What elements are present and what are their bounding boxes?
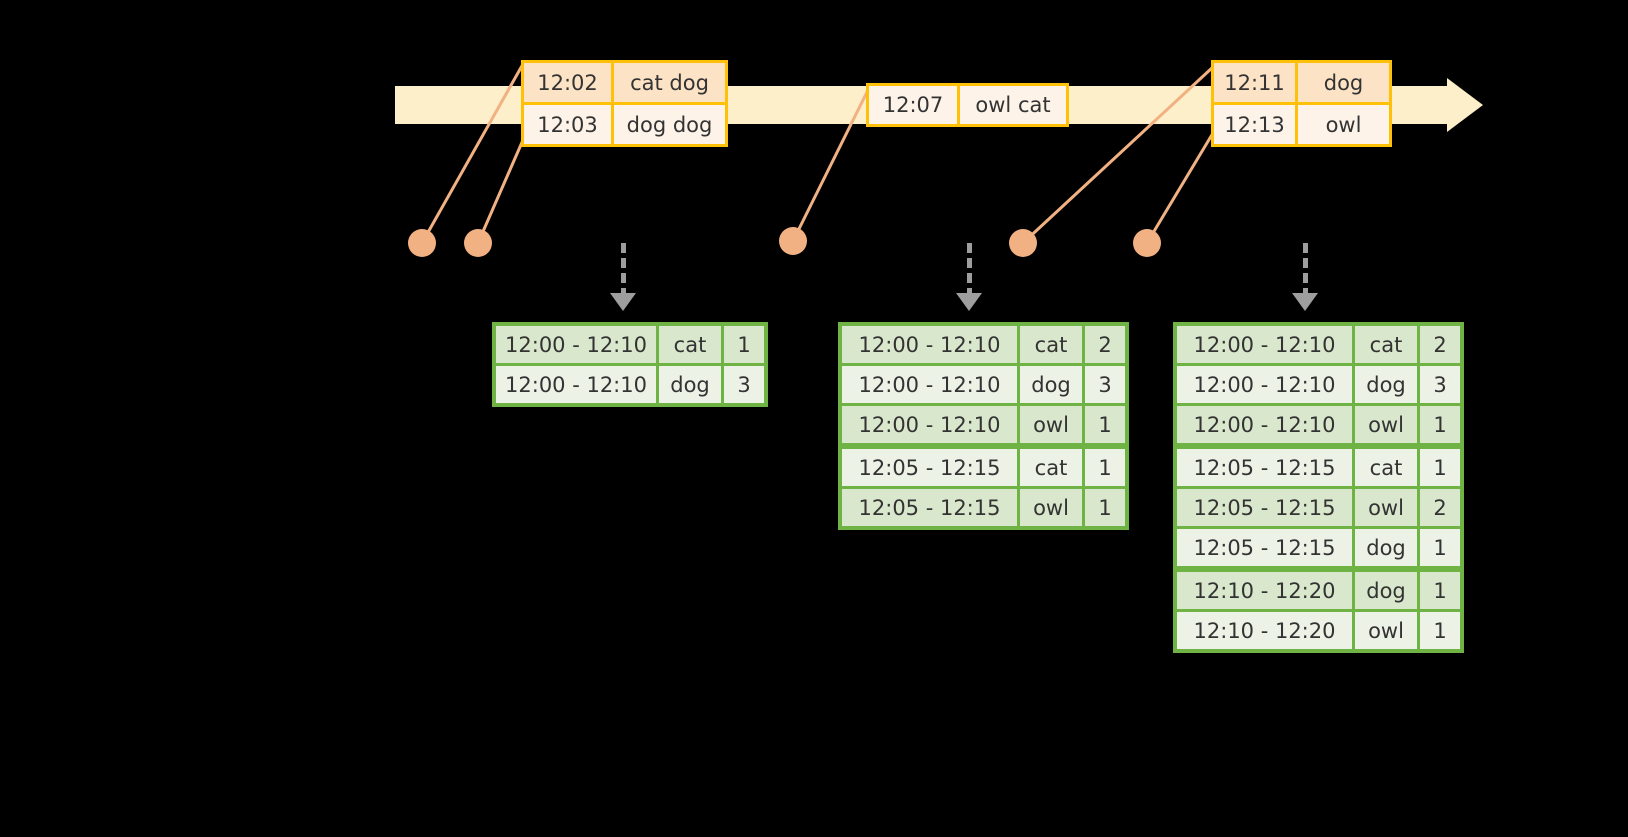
count-cell: 1 [724,326,764,363]
window-cell: 12:10 - 12:20 [1177,572,1352,609]
count-cell: 3 [1420,366,1460,403]
event-group-3: 12:11 dog 12:13 owl [1211,60,1392,147]
count-cell: 1 [1420,449,1460,486]
word-cell: cat [1020,449,1082,486]
word-cell: cat [1355,449,1417,486]
count-cell: 1 [1420,572,1460,609]
event-words: owl [1295,105,1389,144]
flow-arrow-3-line [1303,243,1308,298]
count-cell: 1 [1420,529,1460,566]
word-cell: owl [1355,406,1417,443]
word-cell: owl [1355,612,1417,649]
event-time: 12:11 [1214,63,1295,102]
count-cell: 2 [1085,326,1125,363]
window-cell: 12:05 - 12:15 [842,489,1017,526]
flow-arrow-1-line [621,243,626,298]
word-cell: owl [1020,489,1082,526]
window-cell: 12:00 - 12:10 [496,366,656,403]
count-cell: 3 [724,366,764,403]
word-cell: dog [659,366,721,403]
word-cell: cat [1355,326,1417,363]
word-cell: cat [1020,326,1082,363]
event-dot-4 [1009,229,1037,257]
window-cell: 12:10 - 12:20 [1177,612,1352,649]
count-cell: 1 [1085,489,1125,526]
window-cell: 12:00 - 12:10 [842,406,1017,443]
flow-arrow-1-head [610,293,636,311]
count-cell: 2 [1420,489,1460,526]
event-words: owl cat [957,86,1066,124]
event-words: dog [1295,63,1389,102]
event-words: dog dog [611,105,725,144]
window-cell: 12:05 - 12:15 [1177,529,1352,566]
word-cell: owl [1020,406,1082,443]
event-dot-3 [779,227,807,255]
event-group-2: 12:07 owl cat [866,83,1069,127]
window-cell: 12:05 - 12:15 [842,449,1017,486]
event-time: 12:03 [524,105,611,144]
word-cell: owl [1355,489,1417,526]
window-cell: 12:00 - 12:10 [1177,406,1352,443]
word-cell: dog [1355,366,1417,403]
event-dot-5 [1133,229,1161,257]
count-cell: 2 [1420,326,1460,363]
flow-arrow-2-head [956,293,982,311]
count-cell: 1 [1085,406,1125,443]
word-cell: dog [1020,366,1082,403]
count-cell: 1 [1420,612,1460,649]
timeline-arrow-head [1447,78,1483,132]
flow-arrow-2-line [967,243,972,298]
window-cell: 12:00 - 12:10 [1177,326,1352,363]
window-cell: 12:00 - 12:10 [496,326,656,363]
window-cell: 12:05 - 12:15 [1177,489,1352,526]
event-row: 12:11 dog [1214,63,1389,102]
word-cell: cat [659,326,721,363]
window-cell: 12:00 - 12:10 [842,366,1017,403]
event-words: cat dog [611,63,725,102]
event-time: 12:02 [524,63,611,102]
event-group-1: 12:02 cat dog 12:03 dog dog [521,60,728,147]
window-cell: 12:00 - 12:10 [1177,366,1352,403]
flow-arrow-3-head [1292,293,1318,311]
event-row: 12:03 dog dog [524,102,725,144]
event-dot-1 [408,229,436,257]
event-row: 12:07 owl cat [869,86,1066,124]
count-cell: 1 [1085,449,1125,486]
word-cell: dog [1355,572,1417,609]
word-cell: dog [1355,529,1417,566]
event-row: 12:02 cat dog [524,63,725,102]
count-cell: 3 [1085,366,1125,403]
count-cell: 1 [1420,406,1460,443]
event-dot-2 [464,229,492,257]
event-time: 12:07 [869,86,957,124]
window-cell: 12:00 - 12:10 [842,326,1017,363]
event-time: 12:13 [1214,105,1295,144]
window-cell: 12:05 - 12:15 [1177,449,1352,486]
event-row: 12:13 owl [1214,102,1389,144]
